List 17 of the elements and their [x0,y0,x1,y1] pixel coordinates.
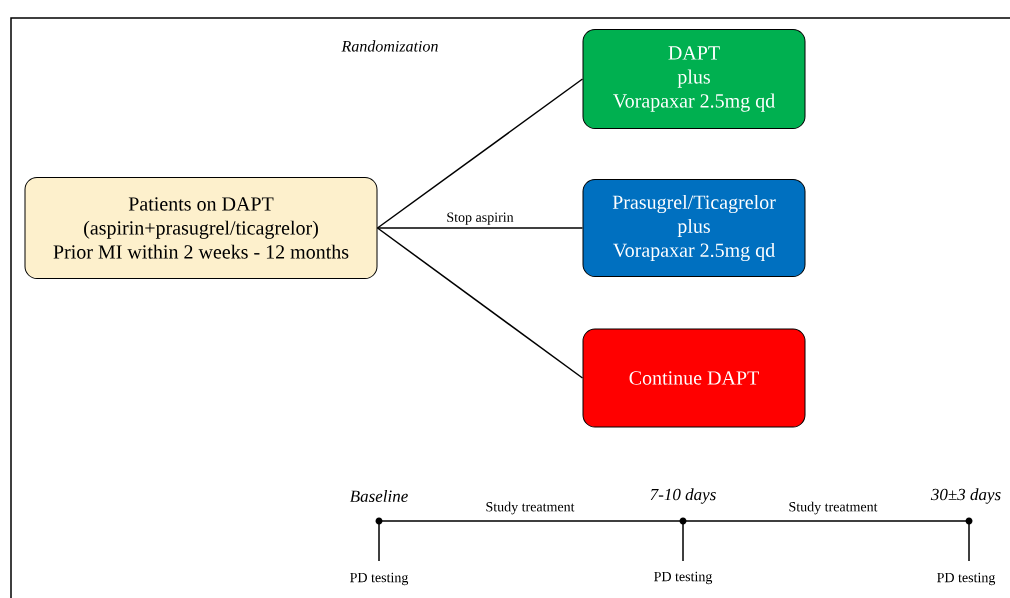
test-label: PD testing [350,572,409,586]
connector-line [376,78,584,229]
treatment-box: Continue DAPT [582,328,806,428]
interval-label: Study treatment [486,501,575,515]
timepoint-label: 30±3 days [930,488,1001,504]
connector-line [376,227,584,229]
test-label: PD testing [654,571,713,585]
interval-label: Study treatment [789,501,878,515]
treatment-box: Prasugrel/Ticagrelor plus Vorapaxar 2.5mg qd [582,179,806,277]
timepoint-label: Baseline [349,490,408,502]
edge-label: Stop aspirin [445,211,515,226]
test-label: PD testing [937,572,996,586]
section-heading: Randomization [341,40,438,52]
timepoint-label: 7-10 days [650,488,716,504]
treatment-box: DAPT plus Vorapaxar 2.5mg qd [582,29,806,129]
treatment-box: Patients on DAPT (aspirin+prasugrel/ticagrelor) Prior MI within 2 weeks - 12 months [24,177,378,279]
connector-line [376,227,584,379]
